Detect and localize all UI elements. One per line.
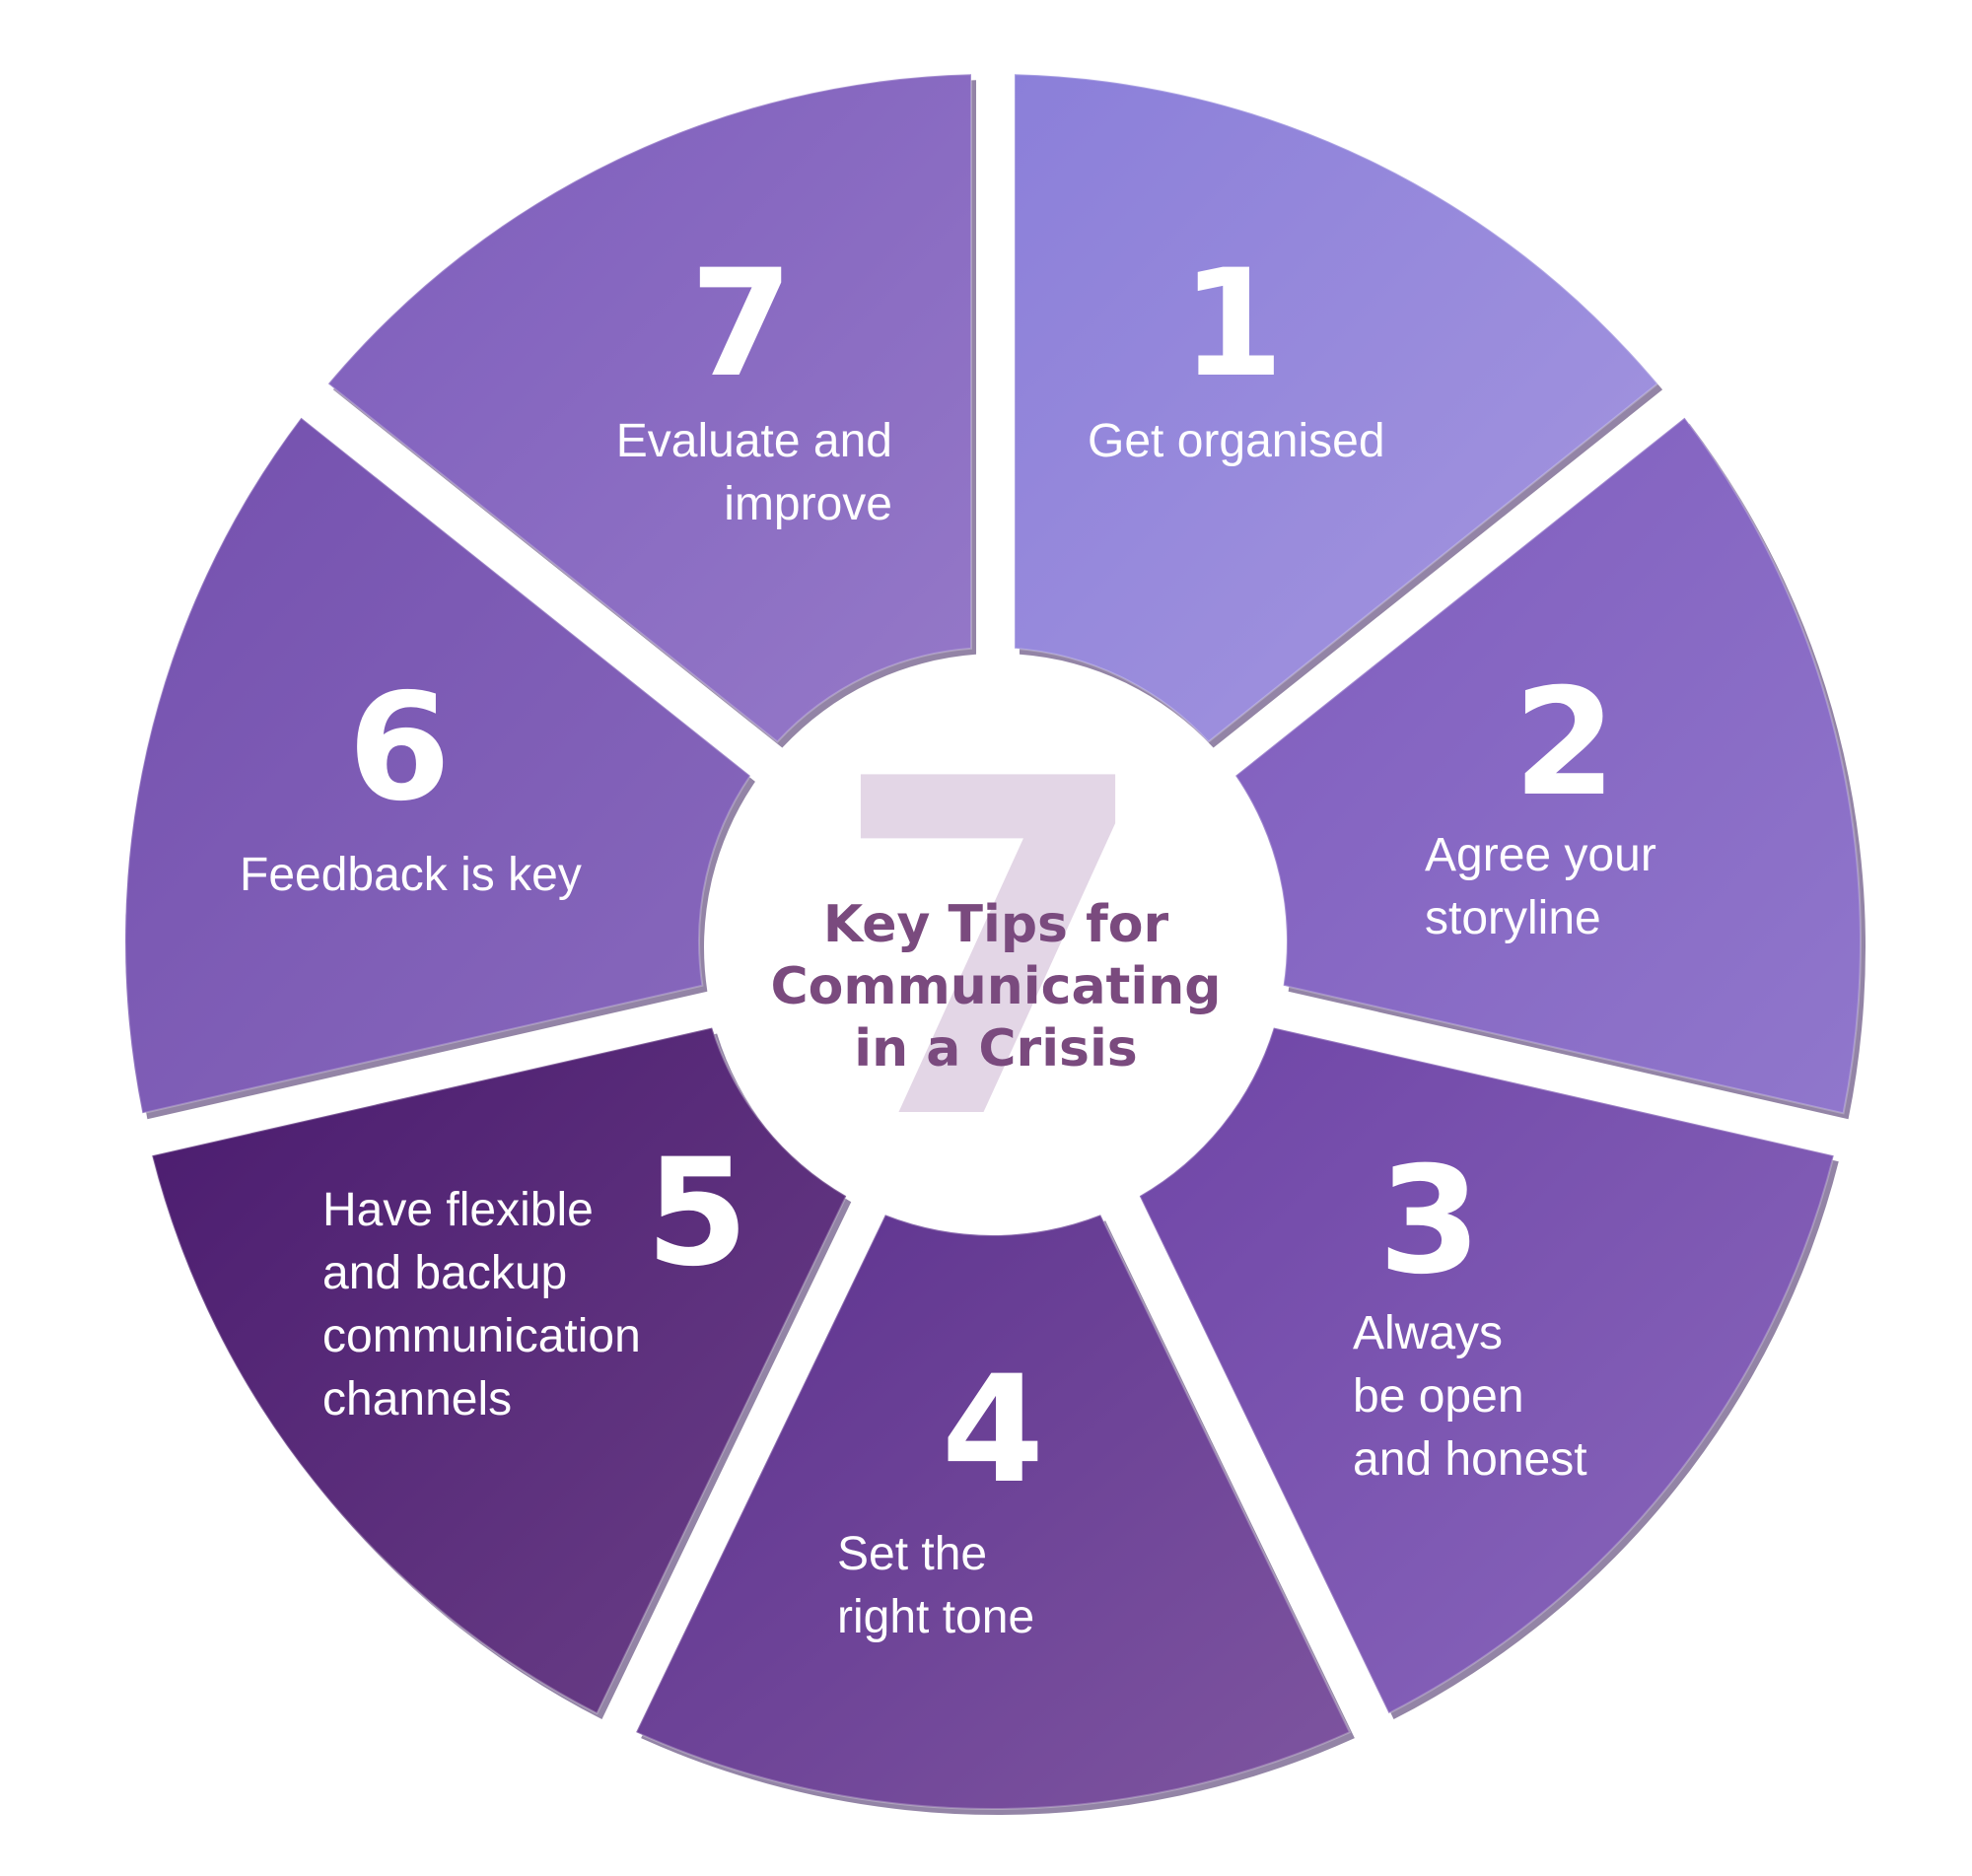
tip-4-text-line-1: Set the	[837, 1528, 987, 1580]
tip-4-text-line-2: right tone	[837, 1591, 1034, 1643]
tip-2-text-line-2: storyline	[1425, 892, 1601, 944]
center-title-line-1: Key Tips for	[823, 895, 1169, 954]
segment-shape-5	[151, 1026, 848, 1715]
tip-2-text-line-1: Agree your	[1425, 829, 1656, 881]
segment-shape-2	[1233, 416, 1862, 1115]
center-title-line-3: in a Crisis	[854, 1019, 1138, 1078]
segment-shape-1	[1013, 73, 1659, 743]
center-label: 7 Key Tips for Communicating in a Crisis	[771, 682, 1222, 1221]
segment-shape-4	[634, 1214, 1352, 1810]
segment-shape-3	[1138, 1026, 1835, 1715]
tip-7-text-line-2: improve	[724, 478, 892, 530]
tip-5-text-line-1: Have flexible	[322, 1184, 594, 1236]
segment-shape-7	[326, 73, 973, 743]
tip-number-1: 1	[1181, 239, 1284, 410]
tip-number-7: 7	[690, 239, 793, 410]
center-title-line-2: Communicating	[771, 957, 1222, 1016]
tip-5-text-line-4: channels	[322, 1373, 512, 1425]
tip-3-text-line-2: be open	[1353, 1370, 1524, 1423]
tip-5-text-line-3: communication	[322, 1310, 641, 1362]
tip-number-5: 5	[646, 1128, 748, 1299]
tip-3-text-line-3: and honest	[1353, 1433, 1587, 1486]
tip-7-text-line-1: Evaluate and	[616, 415, 892, 467]
tip-5-text-line-2: and backup	[322, 1247, 567, 1299]
tip-number-2: 2	[1514, 658, 1616, 829]
tip-6-text-line-1: Feedback is key	[240, 849, 582, 901]
tip-number-6: 6	[348, 662, 451, 834]
tip-segment-5: 5 Have flexible and backup communication cha…	[151, 1026, 852, 1720]
tip-number-3: 3	[1378, 1136, 1481, 1307]
segment-shape-6	[124, 416, 752, 1115]
tip-1-text-line-1: Get organised	[1088, 415, 1385, 467]
center-big-number: 7	[829, 682, 1152, 1221]
tip-number-4: 4	[942, 1345, 1044, 1516]
tip-3-text-line-1: Always	[1353, 1307, 1503, 1359]
